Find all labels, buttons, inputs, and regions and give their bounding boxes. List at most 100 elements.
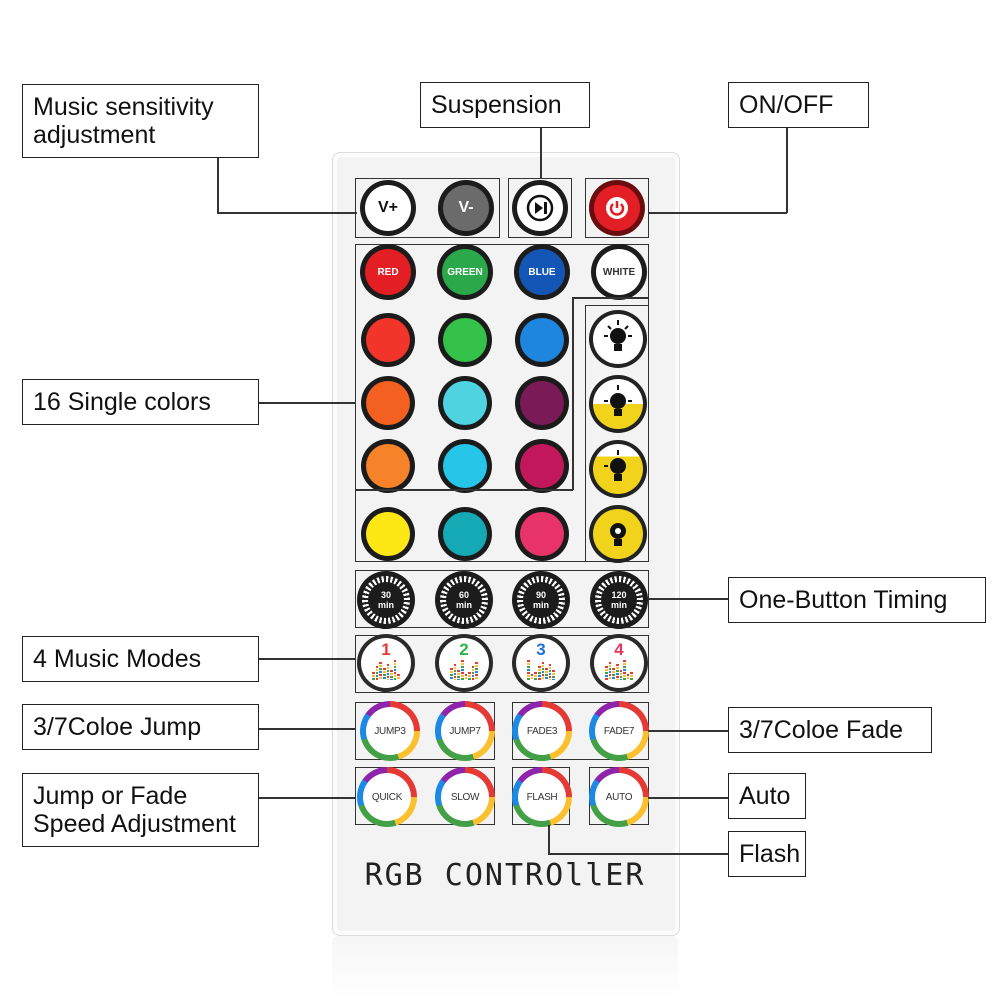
brand-text: RGB CONTROllER <box>364 858 646 893</box>
equalizer-bar <box>545 668 548 680</box>
label-color-fade-text: 3/7Coloe Fade <box>739 716 904 744</box>
music-mode-number: 1 <box>381 640 391 659</box>
timer-value: 60 <box>458 590 469 600</box>
label-timing: One-Button Timing <box>728 577 986 623</box>
leader-suspension-v <box>540 128 542 179</box>
color-button-r3-c1[interactable] <box>361 439 415 493</box>
blue-button[interactable]: BLUE <box>514 244 570 300</box>
label-music-sensitivity: Music sensitivity adjustment <box>22 84 259 158</box>
jump3-button[interactable]: JUMP3 <box>360 701 420 761</box>
label-color-fade: 3/7Coloe Fade <box>728 707 932 753</box>
equalizer-bar <box>530 674 534 680</box>
leader-music-sensitivity-v <box>217 158 219 213</box>
auto-button[interactable]: AUTO <box>589 767 649 827</box>
color-button-r2-c1[interactable] <box>361 376 415 430</box>
flash-label: FLASH <box>518 773 566 821</box>
group-power <box>585 178 649 238</box>
fade7-button[interactable]: FADE7 <box>589 701 649 761</box>
remote-reflection <box>332 936 678 1000</box>
color-button-r1-c2[interactable] <box>438 313 492 367</box>
equalizer-bar <box>379 662 382 680</box>
volume-up-button[interactable]: V+ <box>360 180 416 236</box>
play-pause-icon <box>517 185 563 231</box>
equalizer-icon <box>450 660 478 680</box>
color-swatch <box>520 318 564 362</box>
timer-value: 90 <box>535 590 546 600</box>
label-auto-text: Auto <box>739 782 791 810</box>
equalizer-bar <box>450 668 453 680</box>
music-mode-button-1[interactable]: 1 <box>357 634 415 692</box>
label-on-off: ON/OFF <box>728 82 869 128</box>
label-flash: Flash <box>728 831 806 877</box>
music-mode-button-3[interactable]: 3 <box>512 634 570 692</box>
equalizer-bar <box>457 670 460 680</box>
volume-up-label: V+ <box>365 185 411 231</box>
slow-button[interactable]: SLOW <box>435 767 495 827</box>
equalizer-bar <box>468 672 471 680</box>
fade3-button[interactable]: FADE3 <box>512 701 572 761</box>
color-button-r3-c2[interactable] <box>438 439 492 493</box>
color-button-r3-c3[interactable] <box>515 439 569 493</box>
equalizer-bar <box>375 666 379 680</box>
leader-auto-h <box>648 797 728 799</box>
color-button-r4-c2[interactable] <box>438 507 492 561</box>
fade3-label: FADE3 <box>518 707 566 755</box>
label-suspension-text: Suspension <box>431 91 562 119</box>
color-swatch <box>443 381 487 425</box>
equalizer-icon <box>372 660 400 680</box>
equalizer-bar <box>630 672 633 680</box>
equalizer-bar <box>615 664 619 680</box>
brightness-up-button[interactable] <box>589 310 647 368</box>
quick-label: QUICK <box>363 773 411 821</box>
brightness-min-button[interactable] <box>589 505 647 563</box>
color-button-r2-c2[interactable] <box>438 376 492 430</box>
timer-value: 120 <box>611 590 627 600</box>
volume-down-button[interactable]: V- <box>438 180 494 236</box>
color-swatch <box>366 512 410 556</box>
slow-label: SLOW <box>441 773 489 821</box>
color-swatch <box>366 318 410 362</box>
power-button[interactable] <box>589 180 645 236</box>
quick-button[interactable]: QUICK <box>357 767 417 827</box>
color-button-r1-c1[interactable] <box>361 313 415 367</box>
equalizer-icon <box>605 660 633 680</box>
equalizer-bar <box>626 674 630 680</box>
equalizer-bar <box>608 662 612 680</box>
color-button-r4-c1[interactable] <box>361 507 415 561</box>
red-button[interactable]: RED <box>360 244 416 300</box>
color-button-r1-c3[interactable] <box>515 313 569 367</box>
label-color-jump-text: 3/7Coloe Jump <box>33 713 202 741</box>
equalizer-bar <box>393 660 397 680</box>
label-single-colors: 16 Single colors <box>22 379 259 425</box>
white-button[interactable]: WHITE <box>591 244 647 300</box>
brightness-mid-button[interactable] <box>589 375 647 433</box>
jump7-button[interactable]: JUMP7 <box>435 701 495 761</box>
green-button[interactable]: GREEN <box>437 244 493 300</box>
color-button-r2-c3[interactable] <box>515 376 569 430</box>
color-swatch <box>520 444 564 488</box>
brightness-low-icon <box>593 444 643 494</box>
timer-unit: min <box>455 600 472 610</box>
equalizer-bar <box>619 670 623 680</box>
music-mode-face: 4 <box>594 638 644 688</box>
music-mode-number: 2 <box>459 640 469 659</box>
music-mode-button-4[interactable]: 4 <box>590 634 648 692</box>
music-mode-button-2[interactable]: 2 <box>435 634 493 692</box>
play-pause-button[interactable] <box>512 180 568 236</box>
leader-flash-v <box>548 825 550 854</box>
color-button-r4-c3[interactable] <box>515 507 569 561</box>
fade7-label: FADE7 <box>595 707 643 755</box>
leader-single-colors-h <box>259 402 356 404</box>
leader-onoff-h <box>648 212 787 214</box>
label-suspension: Suspension <box>420 82 590 128</box>
label-speed-text: Jump or Fade Speed Adjustment <box>33 782 236 838</box>
label-music-sensitivity-text: Music sensitivity adjustment <box>33 93 214 149</box>
brightness-low-button[interactable] <box>589 440 647 498</box>
equalizer-bar <box>382 668 386 680</box>
flash-button[interactable]: FLASH <box>512 767 572 827</box>
